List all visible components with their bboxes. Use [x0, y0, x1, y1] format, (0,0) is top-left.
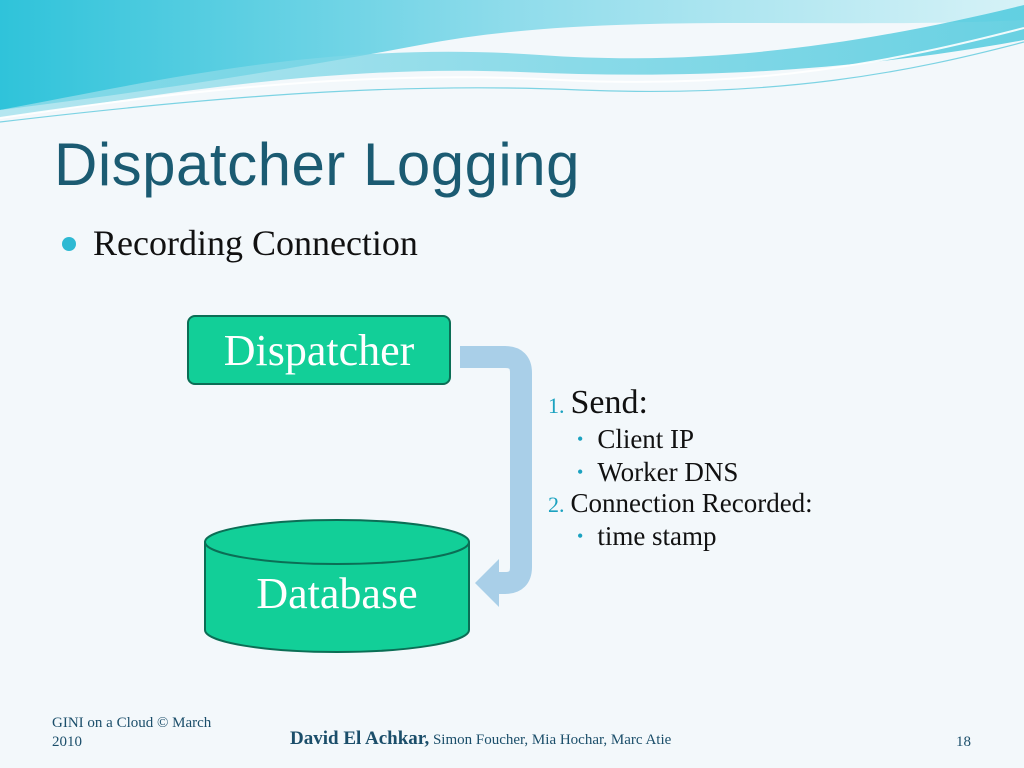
sub-bullet-icon: • — [577, 462, 584, 482]
footer-other-authors: Simon Foucher, Mia Hochar, Marc Atie — [429, 732, 672, 748]
slide-title: Dispatcher Logging — [54, 131, 581, 198]
database-label: Database — [256, 569, 418, 618]
footer-authors: David El Achkar, Simon Foucher, Mia Hoch… — [290, 728, 671, 750]
step-number: 1. — [548, 393, 565, 418]
sub-item-text: Client IP — [597, 424, 695, 454]
bullet-item: Recording Connection — [62, 222, 418, 264]
step-item: 2. Connection Recorded: — [548, 488, 813, 519]
database-cylinder — [204, 519, 470, 653]
sub-bullet-icon: • — [577, 526, 584, 546]
flow-arrow-icon — [460, 346, 532, 607]
dispatcher-box: Dispatcher — [187, 315, 451, 385]
sub-item: • Client IP — [577, 424, 813, 455]
bullet-dot-icon — [62, 237, 76, 251]
dispatcher-label: Dispatcher — [223, 325, 415, 375]
footer-main-author: David El Achkar, — [290, 728, 430, 749]
sub-item-text: time stamp — [597, 521, 717, 551]
sub-bullet-icon: • — [577, 429, 584, 449]
sub-item: • Worker DNS — [577, 457, 813, 488]
step-text: Send: — [570, 384, 648, 421]
footer-copyright: GINI on a Cloud © March 2010 — [52, 715, 212, 750]
bullet-text: Recording Connection — [93, 223, 418, 263]
sub-item: • time stamp — [577, 521, 813, 552]
step-item: 1. Send: — [548, 384, 813, 422]
steps-list: 1. Send: • Client IP • Worker DNS 2. Con… — [548, 384, 813, 552]
sub-item-text: Worker DNS — [597, 457, 739, 487]
step-text: Connection Recorded: — [570, 488, 813, 518]
header-wave-decoration — [0, 0, 1024, 123]
step-number: 2. — [548, 492, 565, 517]
page-number: 18 — [956, 734, 971, 750]
